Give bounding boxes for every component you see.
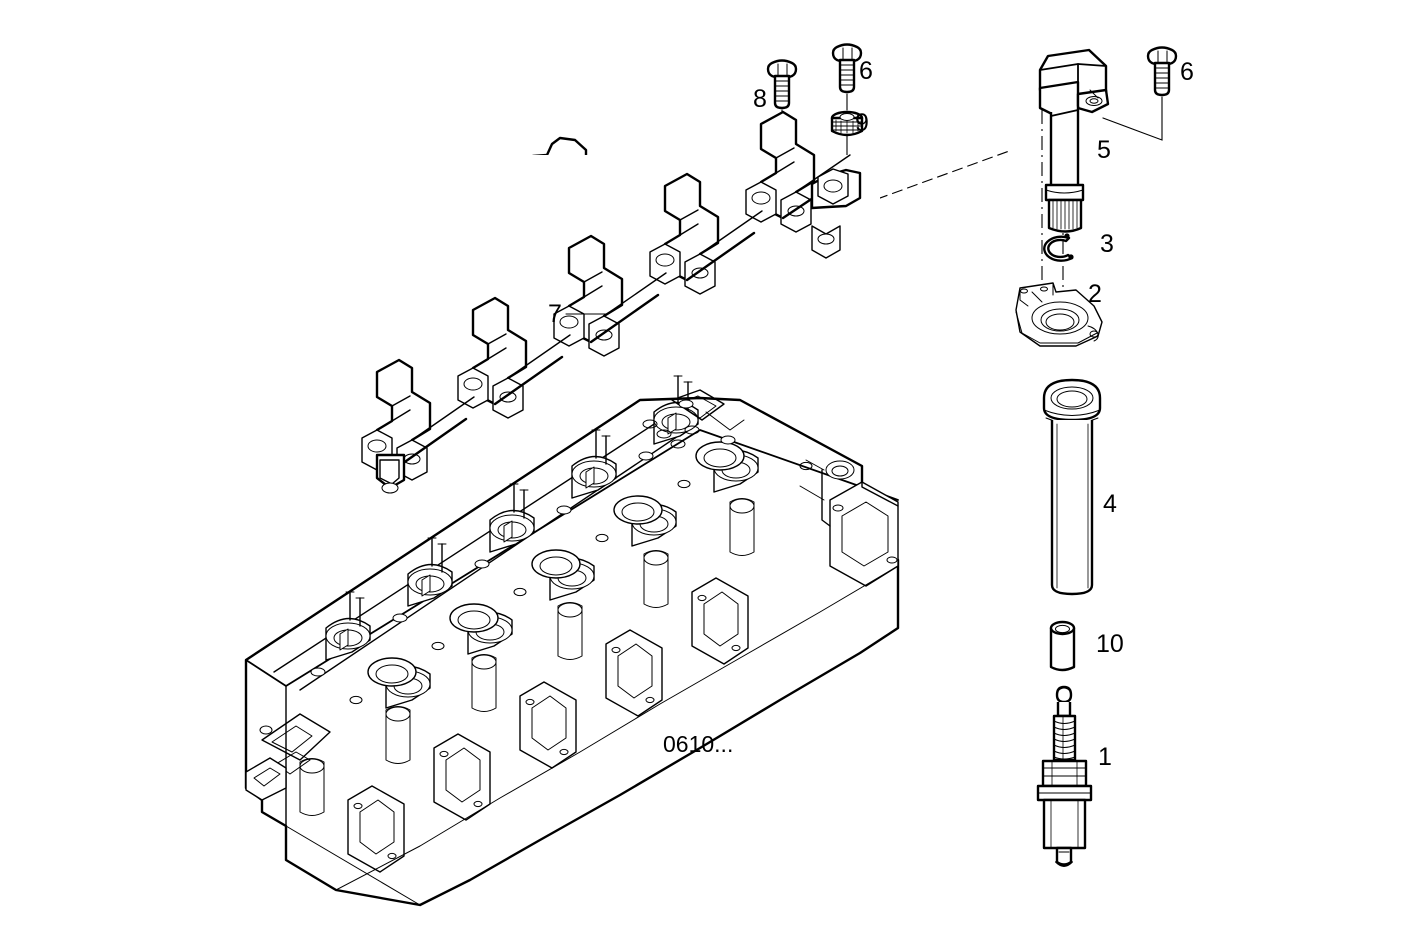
drawing-code: 0610... xyxy=(663,731,733,757)
part-9-spacer-bushing xyxy=(830,110,864,137)
part-8-hex-bolt-left xyxy=(766,59,798,110)
spark-plug-wells xyxy=(367,441,745,687)
part-6-hex-bolt-center xyxy=(831,43,863,94)
callout-3: 3 xyxy=(1100,230,1114,258)
head-bolt-holes xyxy=(310,435,736,705)
callout-7: 7 xyxy=(548,300,562,328)
front-foot xyxy=(245,757,287,801)
leader-6-right xyxy=(1102,96,1163,141)
port-flanges xyxy=(347,577,749,873)
rail-tail xyxy=(375,453,406,494)
part-5-ignition-coil xyxy=(1038,48,1110,233)
callout-10: 10 xyxy=(1096,630,1124,658)
rail-end-cap xyxy=(810,168,862,259)
valve-guides xyxy=(339,375,693,651)
callout-6-center: 6 xyxy=(859,57,873,85)
callout-6-right: 6 xyxy=(1180,58,1194,86)
part-6-hex-bolt-right xyxy=(1146,46,1178,97)
part-2-coil-mounting-flange xyxy=(1015,282,1103,347)
rear-deck-detail xyxy=(642,389,745,449)
front-web-rib xyxy=(259,713,331,775)
part-1-spark-plug xyxy=(1036,685,1093,867)
callout-4: 4 xyxy=(1103,490,1117,518)
part-4-coil-boot-sleeve xyxy=(1042,378,1102,596)
part-3-retaining-ring xyxy=(1043,233,1074,262)
callout-8: 8 xyxy=(753,85,767,113)
callout-5: 5 xyxy=(1097,136,1111,164)
callout-9: 9 xyxy=(855,109,869,137)
part-10-insulator-sleeve xyxy=(1049,620,1076,672)
cylinder-head-assembly xyxy=(244,375,900,907)
timing-end-face xyxy=(799,459,899,587)
face-bosses xyxy=(299,498,755,816)
callout-2: 2 xyxy=(1088,280,1102,308)
callout-1: 1 xyxy=(1098,743,1112,771)
